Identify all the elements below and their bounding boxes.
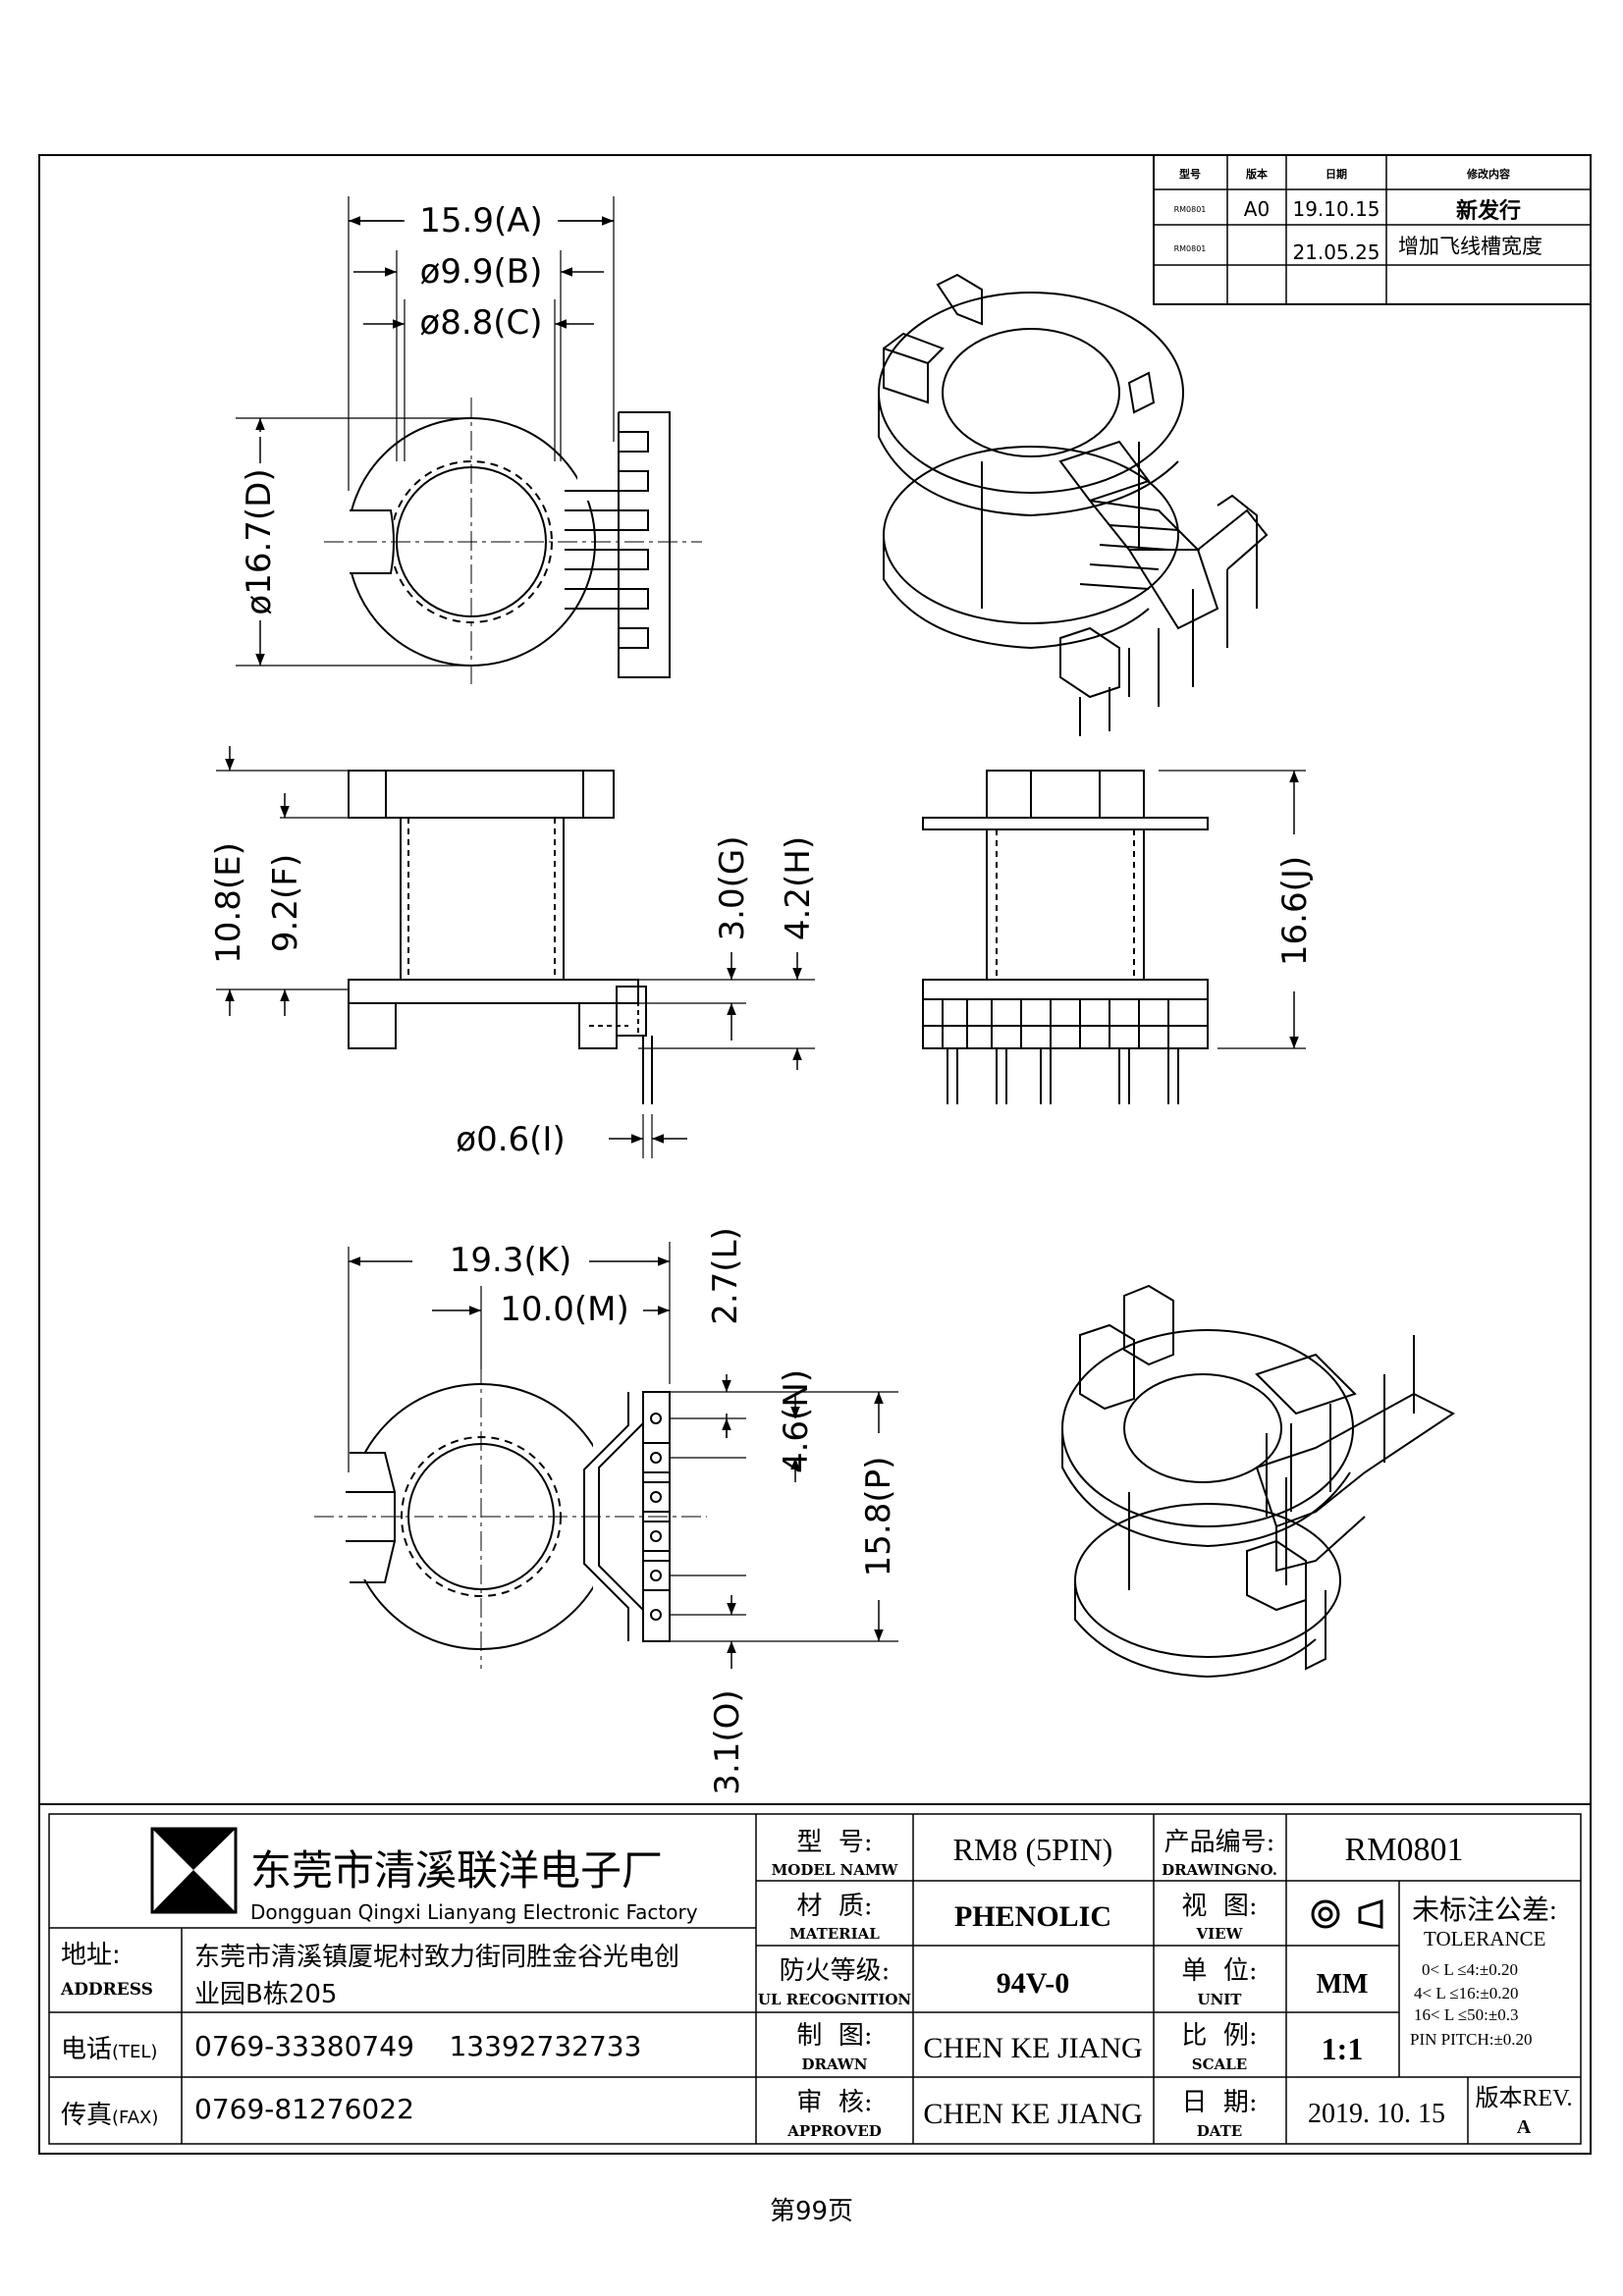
tolerance-line-4: PIN PITCH:±0.20 <box>1410 2030 1533 2049</box>
dim-P: 15.8(P) <box>859 1457 898 1577</box>
dim-G: 3.0(G) <box>713 836 752 941</box>
rev-row2-model: RM0801 <box>1174 244 1207 253</box>
revision-table <box>1153 154 1592 305</box>
address-line2: 业园B栋205 <box>194 1980 337 2009</box>
unit-label: 单 位: <box>1181 1956 1257 1986</box>
material-label-en: MATERIAL <box>789 1925 880 1943</box>
scale-value: 1:1 <box>1322 2031 1364 2066</box>
side-view <box>922 770 1306 1104</box>
dim-J: 16.6(J) <box>1275 856 1315 966</box>
dim-H: 4.2(H) <box>779 836 818 940</box>
unit-value: MM <box>1317 1969 1369 2000</box>
tel-label: 电话(TEL) <box>61 2035 157 2064</box>
address-line1: 东莞市清溪镇厦坭村致力街同胜金谷光电创 <box>194 1943 679 1972</box>
isometric-view-top <box>878 273 1269 736</box>
material-label: 材 质: <box>796 1892 872 1921</box>
projection-symbol-icon <box>1311 1898 1383 1929</box>
tolerance-line-2: 4< L ≤16:±0.20 <box>1414 1984 1518 2002</box>
dim-I: ø0.6(I) <box>456 1120 565 1159</box>
fire-label-en: UL RECOGNITION <box>758 1991 912 2008</box>
rev-value: A <box>1517 2116 1532 2138</box>
drawing-no-label-en: DRAWINGNO. <box>1162 1861 1277 1879</box>
dim-M: 10.0(M) <box>500 1290 629 1329</box>
isometric-view-bottom <box>1061 1284 1455 1679</box>
fire-value: 94V-0 <box>997 1967 1069 2000</box>
fax-label: 传真(FAX) <box>61 2101 158 2130</box>
page-number: 第99页 <box>769 2197 854 2226</box>
drawing-no-label: 产品编号: <box>1164 1828 1275 1857</box>
fax-value: 0769-81276022 <box>194 2093 414 2125</box>
address-label-en: ADDRESS <box>60 1980 153 2000</box>
rev-header-model: 型号 <box>1179 167 1201 181</box>
model-value: RM8 (5PIN) <box>953 1832 1113 1867</box>
drawing-no-value: RM0801 <box>1345 1832 1464 1868</box>
dim-A: 15.9(A) <box>419 201 543 240</box>
rev-header-version: 版本 <box>1246 167 1268 181</box>
tolerance-label-en: TOLERANCE <box>1424 1927 1545 1950</box>
approved-value: CHEN KE JIANG <box>923 2098 1142 2130</box>
dim-K: 19.3(K) <box>450 1241 572 1280</box>
drawn-value: CHEN KE JIANG <box>923 2032 1142 2064</box>
date-label: 日 期: <box>1181 2088 1257 2117</box>
unit-label-en: UNIT <box>1198 1991 1243 2008</box>
dim-B: ø9.9(B) <box>420 252 543 292</box>
rev-row1-date: 19.10.15 <box>1292 197 1380 221</box>
dim-F: 9.2(F) <box>266 854 305 952</box>
approved-label-en: APPROVED <box>786 2122 882 2140</box>
rev-label: 版本REV. <box>1476 2085 1573 2111</box>
scale-label: 比 例: <box>1181 2021 1257 2051</box>
rev-row1-rev: A0 <box>1244 197 1270 221</box>
date-label-en: DATE <box>1197 2122 1242 2140</box>
tel-value: 0769-33380749 13392732733 <box>194 2030 641 2062</box>
fire-label: 防火等级: <box>780 1956 891 1986</box>
tolerance-label: 未标注公差: <box>1412 1895 1557 1926</box>
approved-label: 审 核: <box>796 2088 872 2117</box>
dim-C: ø8.8(C) <box>419 303 542 343</box>
dim-N: 4.6(N) <box>777 1369 816 1473</box>
dim-D: ø16.7(D) <box>240 468 279 614</box>
top-view <box>236 196 702 687</box>
rev-header-date: 日期 <box>1325 167 1347 181</box>
company-name-cn: 东莞市清溪联洋电子厂 <box>250 1846 663 1895</box>
address-label: 地址: <box>61 1941 121 1970</box>
view-label: 视 图: <box>1181 1892 1257 1921</box>
rev-row1-change: 新发行 <box>1456 198 1521 224</box>
bottom-view <box>314 1242 898 1669</box>
rev-row2-change: 增加飞线槽宽度 <box>1398 235 1542 258</box>
tolerance-line-1: 0< L ≤4:±0.20 <box>1422 1960 1518 1979</box>
rev-row1-model: RM0801 <box>1174 205 1207 214</box>
model-label-en: MODEL NAMW <box>772 1861 899 1879</box>
dim-L: 2.7(L) <box>706 1227 745 1325</box>
title-block-grid <box>38 1803 1592 2155</box>
drawn-label: 制 图: <box>796 2021 872 2051</box>
date-value: 2019. 10. 15 <box>1308 2099 1445 2129</box>
company-logo <box>150 1827 238 1914</box>
company-name-en: Dongguan Qingxi Lianyang Electronic Fact… <box>250 1900 698 1924</box>
tolerance-line-3: 16< L ≤50:±0.3 <box>1414 2005 1518 2024</box>
drawn-label-en: DRAWN <box>802 2056 868 2073</box>
front-view <box>216 770 815 1158</box>
dim-O: 3.1(O) <box>708 1689 747 1794</box>
scale-label-en: SCALE <box>1192 2056 1247 2073</box>
model-label: 型 号: <box>796 1828 872 1857</box>
material-value: PHENOLIC <box>954 1900 1111 1933</box>
dim-E: 10.8(E) <box>209 842 248 964</box>
rev-header-change: 修改内容 <box>1466 167 1510 181</box>
rev-row2-date: 21.05.25 <box>1292 240 1380 264</box>
view-label-en: VIEW <box>1196 1925 1244 1943</box>
